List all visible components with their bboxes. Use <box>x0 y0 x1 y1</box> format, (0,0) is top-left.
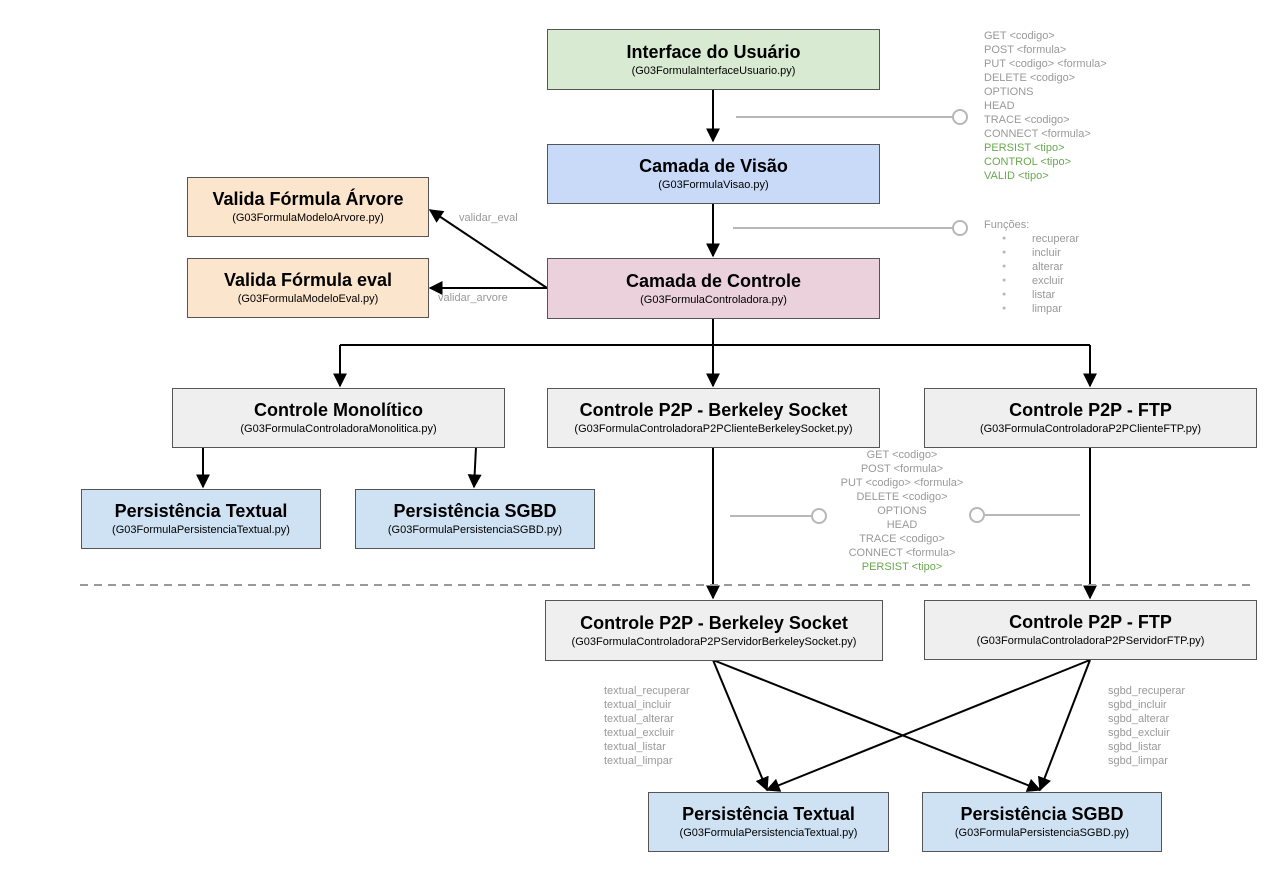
box-interface-usuario: Interface do Usuário (G03FormulaInterfac… <box>547 29 880 90</box>
box-file: (G03FormulaPersistenciaSGBD.py) <box>954 827 1130 839</box>
box-title: Camada de Controle <box>625 270 802 291</box>
box-file: (G03FormulaControladoraP2PClienteBerkele… <box>574 423 853 435</box>
operation-item: textual_incluir <box>604 699 672 711</box>
box-file: (G03FormulaInterfaceUsuario.py) <box>631 64 796 77</box>
method-item: OPTIONS <box>877 505 927 517</box>
interface-lollipop-mid-right <box>969 507 985 523</box>
method-item: PERSIST <tipo> <box>984 142 1065 154</box>
method-item: PUT <codigo> <formula> <box>840 477 964 489</box>
box-file: (G03FormulaModeloArvore.py) <box>232 212 384 224</box>
operation-item: sgbd_incluir <box>1108 699 1167 711</box>
box-persistencia-textual-1: Persistência Textual (G03FormulaPersiste… <box>81 489 321 549</box>
http-methods-mid: GET <codigo> POST <formula> PUT <codigo>… <box>822 448 982 574</box>
box-file: (G03FormulaControladoraP2PServidorBerkel… <box>571 635 857 648</box>
funcoes-list: recuperar incluir alterar excluir listar… <box>1002 232 1079 316</box>
arrow-socket-servidor-to-sgbd <box>712 659 1042 792</box>
arrow-monolitico-to-sgbd <box>467 446 482 489</box>
method-item: POST <formula> <box>984 44 1067 56</box>
arrow-ftp-servidor-to-textual <box>765 659 1091 792</box>
operation-item: sgbd_limpar <box>1108 755 1168 767</box>
method-item: CONNECT <formula> <box>848 547 956 559</box>
method-item: CONNECT <formula> <box>984 128 1091 140</box>
operation-item: sgbd_listar <box>1108 741 1162 753</box>
method-item: PERSIST <tipo> <box>861 561 943 573</box>
interface-lollipop-mid-left <box>811 508 827 524</box>
method-item: VALID <tipo> <box>984 170 1049 182</box>
box-file: (G03FormulaPersistenciaTextual.py) <box>679 827 858 839</box>
method-item: TRACE <codigo> <box>859 533 945 545</box>
box-camada-visao: Camada de Visão (G03FormulaVisao.py) <box>547 144 880 204</box>
box-file: (G03FormulaControladoraP2PClienteFTP.py) <box>979 423 1202 435</box>
method-item: CONTROL <tipo> <box>984 156 1072 168</box>
box-camada-controle: Camada de Controle (G03FormulaControlado… <box>547 258 880 319</box>
funcoes-title: Funções: <box>984 219 1030 231</box>
box-title: Persistência SGBD <box>960 804 1124 824</box>
arrow-ftp-servidor-to-sgbd <box>1037 659 1091 792</box>
edge-label-validar-arvore: validar_arvore <box>438 292 508 304</box>
box-title: Controle P2P - Berkeley Socket <box>580 612 848 633</box>
box-file: (G03FormulaPersistenciaSGBD.py) <box>387 524 563 536</box>
funcao-item: incluir <box>1002 246 1079 260</box>
method-item: DELETE <codigo> <box>856 491 948 503</box>
interface-lollipop-funcoes <box>952 220 968 236</box>
funcao-item: alterar <box>1002 260 1079 274</box>
operation-item: textual_excluir <box>604 727 675 739</box>
method-item: GET <codigo> <box>866 449 938 461</box>
box-p2p-ftp-servidor: Controle P2P - FTP (G03FormulaControlado… <box>924 600 1257 660</box>
funcao-item: excluir <box>1002 274 1079 288</box>
box-title: Controle P2P - FTP <box>1009 400 1172 420</box>
method-item: DELETE <codigo> <box>984 72 1076 84</box>
box-title: Valida Fórmula eval <box>223 270 393 290</box>
funcao-item: limpar <box>1002 302 1079 316</box>
box-file: (G03FormulaControladoraP2PServidorFTP.py… <box>976 635 1205 647</box>
box-file: (G03FormulaPersistenciaTextual.py) <box>112 524 290 536</box>
method-item: POST <formula> <box>860 463 944 475</box>
box-file: (G03FormulaModeloEval.py) <box>237 293 379 305</box>
box-valida-arvore: Valida Fórmula Árvore (G03FormulaModeloA… <box>187 177 429 237</box>
box-p2p-ftp-cliente: Controle P2P - FTP (G03FormulaControlado… <box>924 388 1257 448</box>
box-p2p-socket-cliente: Controle P2P - Berkeley Socket (G03Formu… <box>547 388 880 448</box>
box-title: Persistência Textual <box>114 501 288 521</box>
box-title: Controle P2P - Berkeley Socket <box>579 400 848 420</box>
textual-operations: textual_recuperar textual_incluir textua… <box>604 684 690 768</box>
method-item: PUT <codigo> <formula> <box>984 58 1107 70</box>
arrow-controle-to-arvore <box>428 209 548 289</box>
box-file: (G03FormulaControladora.py) <box>640 293 787 306</box>
box-title: Interface do Usuário <box>626 41 801 62</box>
box-valida-eval: Valida Fórmula eval (G03FormulaModeloEva… <box>187 258 429 318</box>
box-title: Camada de Visão <box>639 156 788 176</box>
operation-item: textual_recuperar <box>604 685 690 697</box>
operation-item: textual_limpar <box>604 755 673 767</box>
funcao-item: listar <box>1002 288 1079 302</box>
operation-item: textual_listar <box>604 741 666 753</box>
box-persistencia-sgbd-1: Persistência SGBD (G03FormulaPersistenci… <box>355 489 595 549</box>
box-title: Valida Fórmula Árvore <box>212 189 404 209</box>
http-methods-top: GET <codigo> POST <formula> PUT <codigo>… <box>984 29 1107 183</box>
method-item: HEAD <box>984 100 1015 112</box>
box-p2p-socket-servidor: Controle P2P - Berkeley Socket (G03Formu… <box>545 600 883 661</box>
box-persistencia-textual-2: Persistência Textual (G03FormulaPersiste… <box>648 792 889 852</box>
arrow-socket-servidor-to-textual <box>712 659 769 792</box>
funcao-item: recuperar <box>1002 232 1079 246</box>
method-item: OPTIONS <box>984 86 1034 98</box>
box-persistencia-sgbd-2: Persistência SGBD (G03FormulaPersistenci… <box>922 792 1162 852</box>
method-item: GET <codigo> <box>984 30 1055 42</box>
method-item: TRACE <codigo> <box>984 114 1070 126</box>
box-controle-monolitico: Controle Monolítico (G03FormulaControlad… <box>172 388 505 448</box>
box-title: Persistência Textual <box>682 804 855 824</box>
box-title: Controle P2P - FTP <box>1009 612 1172 632</box>
box-file: (G03FormulaVisao.py) <box>658 179 769 191</box>
method-item: HEAD <box>886 519 918 531</box>
operation-item: sgbd_alterar <box>1108 713 1170 725</box>
operation-item: sgbd_recuperar <box>1108 685 1186 697</box>
edge-label-validar-eval: validar_eval <box>459 212 518 224</box>
interface-lollipop-top <box>952 109 968 125</box>
box-file: (G03FormulaControladoraMonolitica.py) <box>240 423 437 435</box>
sgbd-operations: sgbd_recuperar sgbd_incluir sgbd_alterar… <box>1108 684 1185 768</box>
box-title: Persistência SGBD <box>393 501 557 521</box>
operation-item: sgbd_excluir <box>1108 727 1170 739</box>
operation-item: textual_alterar <box>604 713 674 725</box>
box-title: Controle Monolítico <box>254 400 423 420</box>
